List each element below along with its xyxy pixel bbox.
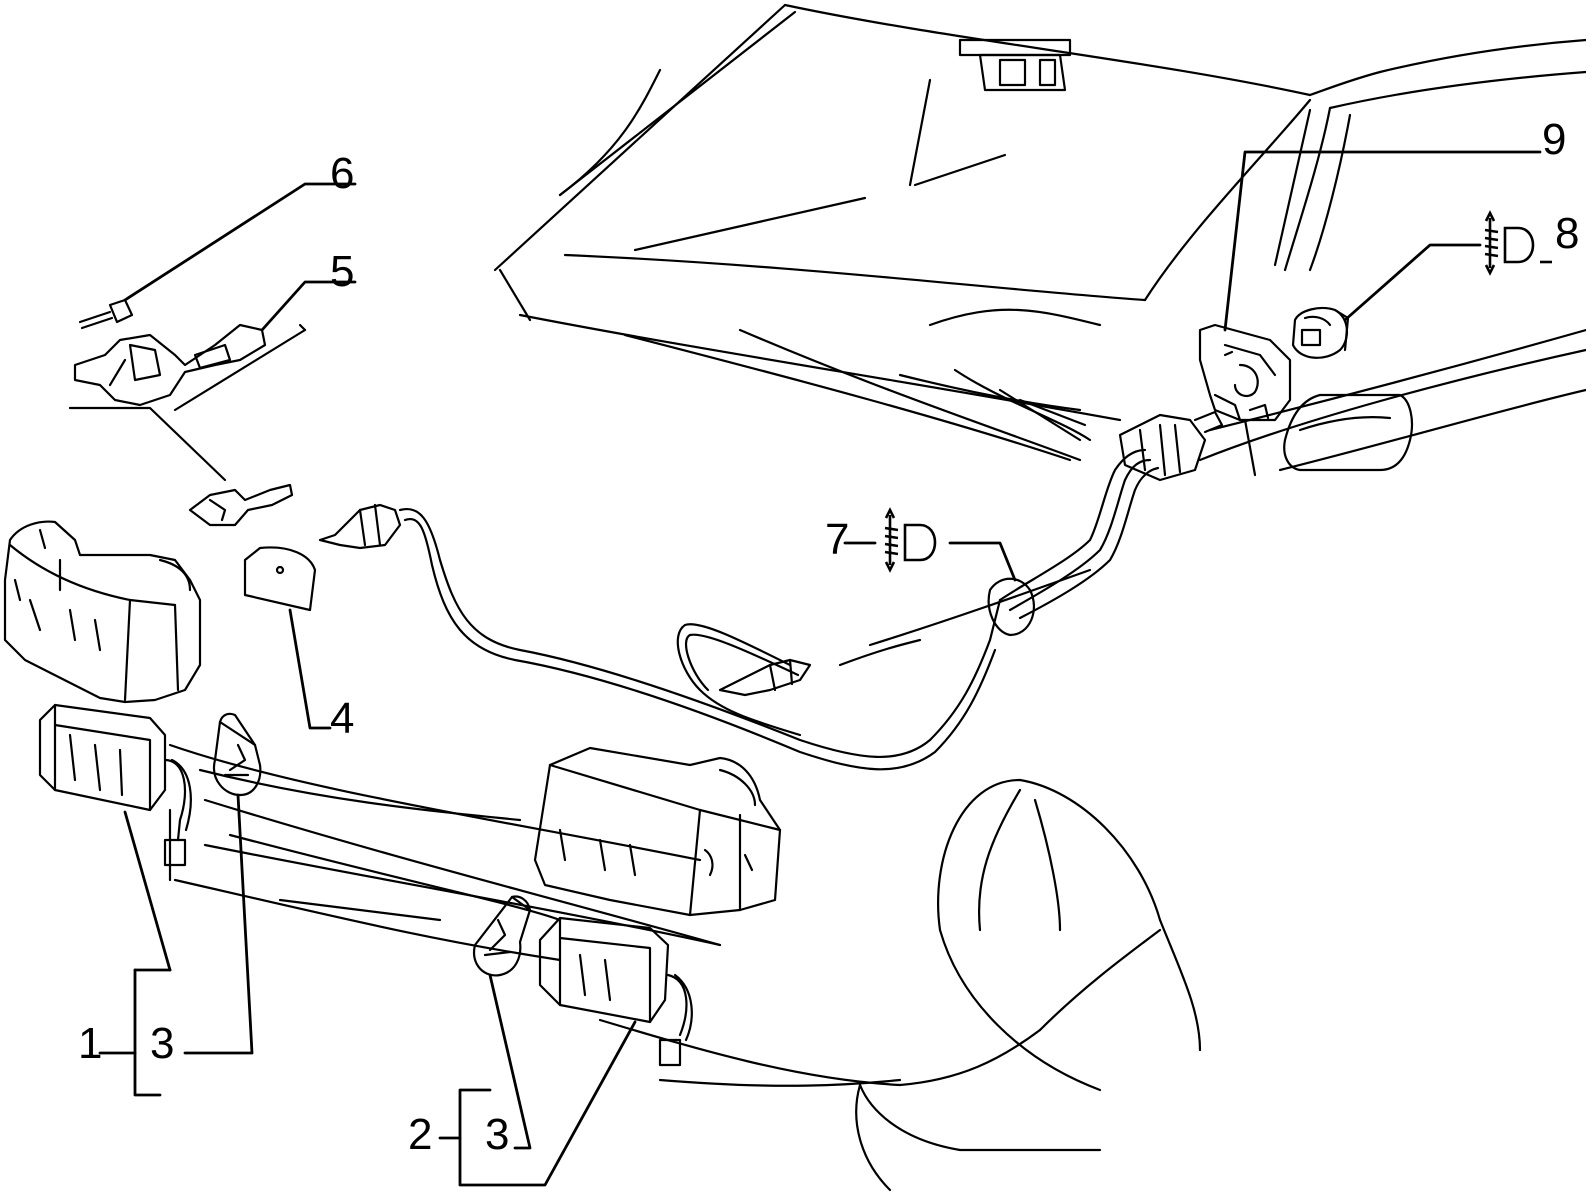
right-bulb (472, 895, 532, 977)
callout-number-2: 2 (408, 1110, 433, 1159)
left-headlamp (3, 520, 202, 704)
right-fog-lamp (538, 916, 693, 1067)
gasket-plate (243, 546, 317, 612)
callout-number-5: 5 (330, 247, 355, 296)
callout-number-8: 8 (1555, 209, 1580, 258)
headlamp-adjuster-assembly (68, 298, 307, 527)
car-body-outline (168, 3, 1586, 1192)
left-bulb (212, 712, 262, 797)
switch-bracket (1198, 323, 1292, 422)
right-headlamp (533, 746, 782, 917)
callout-number-3: 3 (150, 1019, 175, 1068)
interior-rear-view-mirror (958, 38, 1072, 92)
leader-lines (98, 150, 1542, 1187)
callout-number-3: 3 (485, 1110, 510, 1159)
leveling-switch (1291, 306, 1350, 359)
callout-number-9: 9 (1542, 115, 1567, 164)
leveling-wiring-harness (318, 410, 1224, 771)
headlamp-leveling-icon (884, 507, 937, 573)
callout-number-1: 1 (78, 1019, 103, 1068)
callout-number-4: 4 (330, 694, 355, 743)
left-fog-lamp (38, 703, 192, 867)
headlamp-leveling-icon (1484, 210, 1552, 276)
callout-number-7: 7 (825, 515, 850, 564)
callout-number-6: 6 (330, 149, 355, 198)
